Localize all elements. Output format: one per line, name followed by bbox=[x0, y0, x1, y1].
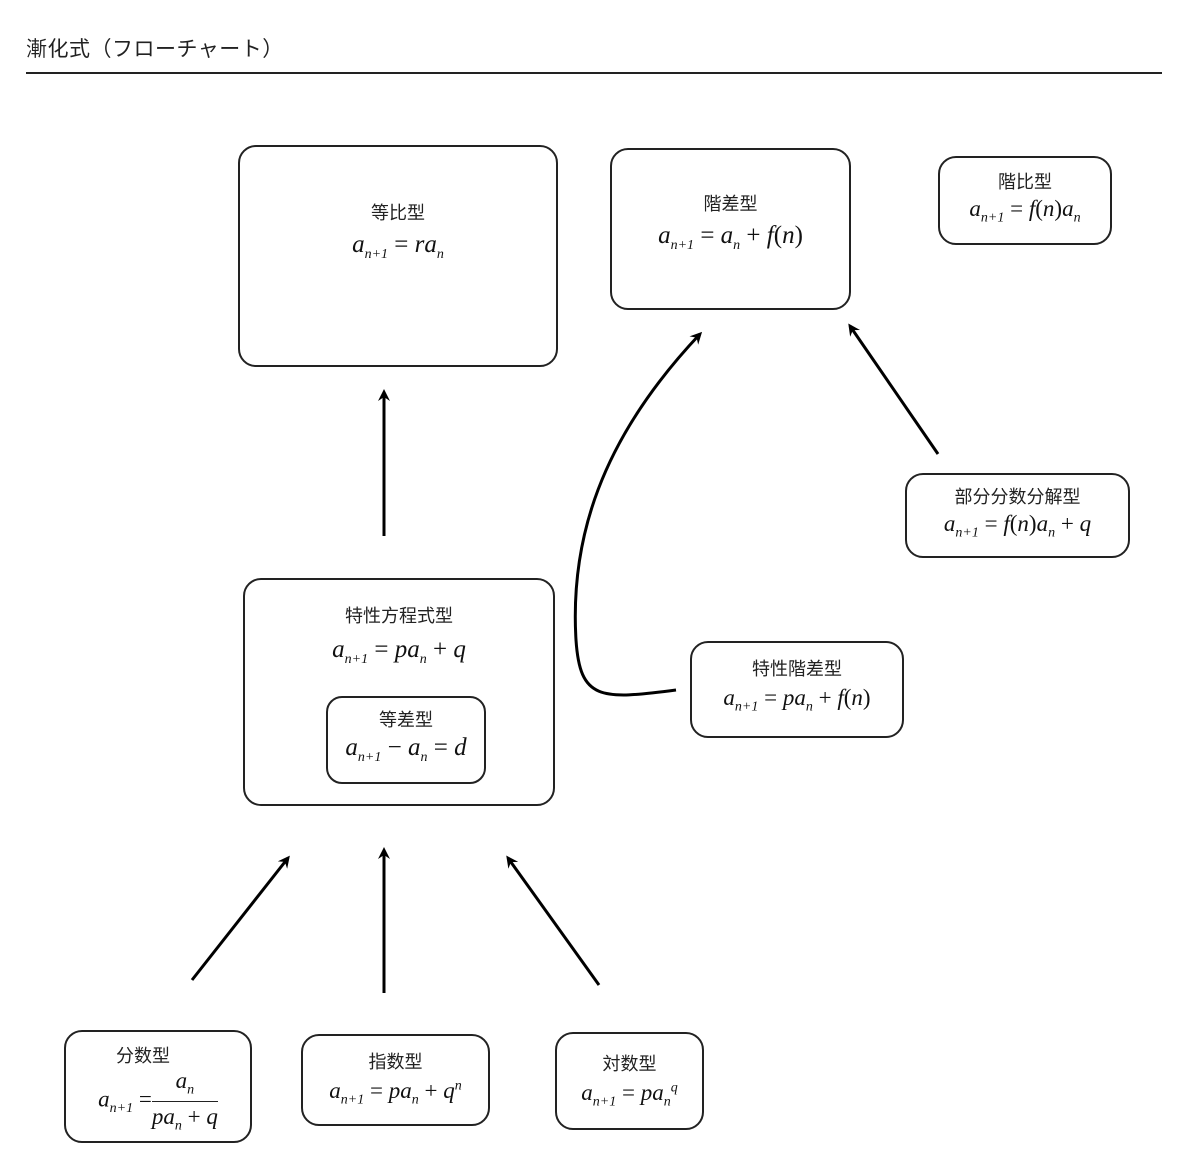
node-characteristic: 特性方程式型 an+1 = pan + q 等差型 an+1 − an = d bbox=[243, 578, 555, 806]
title-underline bbox=[26, 72, 1162, 74]
node-equation: an+1 = pan + q bbox=[332, 636, 466, 667]
node-name: 特性方程式型 bbox=[345, 606, 453, 627]
node-name: 階差型 bbox=[703, 194, 758, 215]
node-equation: an+1 = f(n)an + q bbox=[943, 511, 1092, 541]
node-equation: an+1 = an + f(n) bbox=[658, 222, 803, 253]
node-equation: an+1 = f(n)an bbox=[969, 196, 1081, 226]
node-exponential: 指数型 an+1 = pan + qn bbox=[301, 1034, 490, 1126]
node-arithmetic: 等差型 an+1 − an = d bbox=[326, 696, 486, 784]
arrow-logarithmic-to-characteristic bbox=[506, 855, 601, 986]
node-equation: an+1 − an = d bbox=[345, 734, 467, 765]
node-equation: an+1 = ran bbox=[352, 231, 444, 262]
node-name: 等差型 bbox=[379, 710, 433, 731]
node-name: 分数型 bbox=[116, 1046, 170, 1067]
node-name: 等比型 bbox=[371, 203, 425, 224]
node-name: 対数型 bbox=[602, 1054, 657, 1075]
node-name: 階比型 bbox=[998, 172, 1052, 193]
node-logarithmic: 対数型 an+1 = panq bbox=[555, 1032, 704, 1130]
node-name: 部分分数分解型 bbox=[954, 487, 1081, 508]
node-name: 特性階差型 bbox=[752, 659, 842, 680]
node-equation: an+1 = pan + qn bbox=[329, 1078, 462, 1108]
arrow-partial-fraction-to-difference bbox=[848, 323, 940, 455]
node-char-difference: 特性階差型 an+1 = pan + f(n) bbox=[690, 641, 904, 738]
node-name: 指数型 bbox=[368, 1052, 423, 1073]
node-geometric: 等比型 an+1 = ran bbox=[238, 145, 558, 367]
node-ratio-step: 階比型 an+1 = f(n)an bbox=[938, 156, 1112, 245]
arrow-char-difference-to-difference bbox=[573, 331, 703, 697]
node-equation: an+1 = panq bbox=[581, 1080, 678, 1110]
node-partial-fraction: 部分分数分解型 an+1 = f(n)an + q bbox=[905, 473, 1130, 558]
arrow-fraction-to-characteristic bbox=[190, 855, 290, 981]
node-difference: 階差型 an+1 = an + f(n) bbox=[610, 148, 851, 310]
node-equation: an+1 = pan + f(n) bbox=[723, 685, 871, 715]
page-title: 漸化式（フローチャート） bbox=[26, 37, 284, 61]
